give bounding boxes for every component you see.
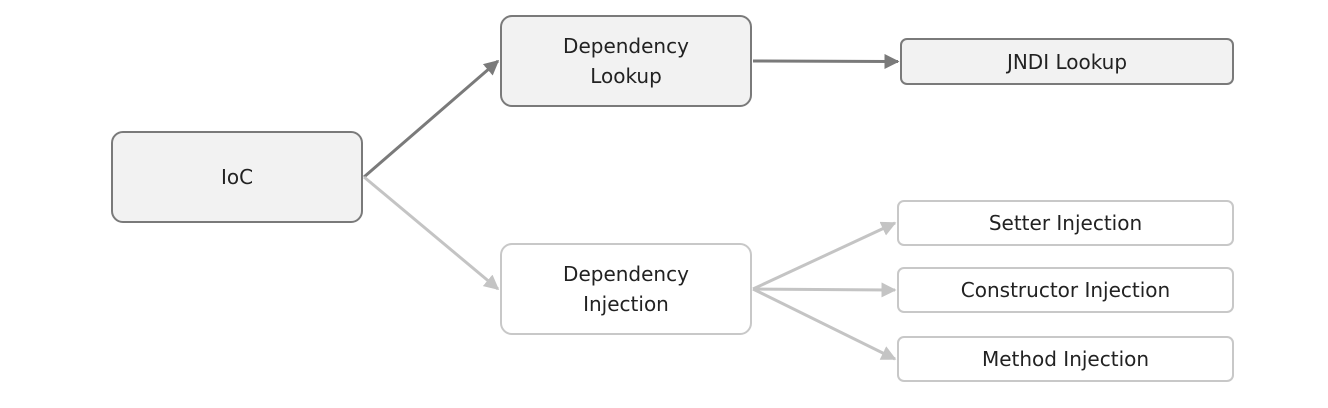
arrow-injection-to-setter xyxy=(752,221,897,291)
arrow-lookup-to-jndi xyxy=(752,53,900,69)
jndi-lookup-node-label: JNDI Lookup xyxy=(1006,49,1128,74)
dependency-lookup-node-label: Dependency Lookup xyxy=(563,34,689,88)
setter-injection-node: Setter Injection xyxy=(897,200,1234,246)
method-injection-node-label: Method Injection xyxy=(981,347,1150,371)
dependency-injection-node: Dependency Injection xyxy=(500,243,752,335)
jndi-lookup-node: JNDI Lookup xyxy=(900,38,1234,85)
ioc-node-label: IoC xyxy=(220,165,254,189)
arrow-injection-to-constructor xyxy=(752,282,897,298)
arrow-injection-to-method xyxy=(752,287,897,361)
dependency-lookup-node: Dependency Lookup xyxy=(500,15,752,107)
ioc-node: IoC xyxy=(111,131,363,223)
dependency-injection-node-label: Dependency Injection xyxy=(563,262,689,316)
constructor-injection-node-label: Constructor Injection xyxy=(960,278,1171,302)
arrow-ioc-to-lookup xyxy=(363,59,500,179)
arrow-ioc-to-injection xyxy=(363,175,500,291)
constructor-injection-node: Constructor Injection xyxy=(897,267,1234,313)
setter-injection-node-label: Setter Injection xyxy=(988,211,1143,235)
method-injection-node: Method Injection xyxy=(897,336,1234,382)
